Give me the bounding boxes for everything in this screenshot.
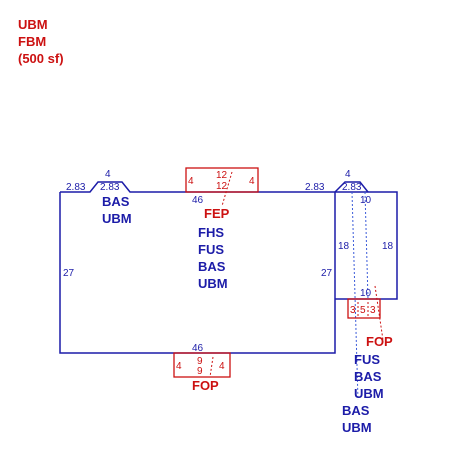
fop-bottom-guide xyxy=(209,356,214,378)
fep-guide xyxy=(221,171,233,207)
dim-main-right: 27 xyxy=(321,268,333,279)
dim-fop-side-c: 3 xyxy=(370,305,376,316)
dim-fop-bottom-left: 4 xyxy=(176,361,182,372)
main-right-bump xyxy=(334,181,369,193)
dim-side-left: 18 xyxy=(338,241,350,252)
header-line-3: (500 sf) xyxy=(18,51,64,66)
side-label-fus: FUS xyxy=(354,352,380,367)
fep-box xyxy=(185,167,259,193)
dim-left-bump-right: 2.83 xyxy=(100,182,120,193)
header-line-1: UBM xyxy=(18,17,48,32)
fep-label: FEP xyxy=(204,206,230,221)
dim-fop-bottom-inner: 9 xyxy=(197,366,203,377)
center-label-fus: FUS xyxy=(198,242,224,257)
fop-side-box xyxy=(347,298,381,319)
dim-side-bottom: 10 xyxy=(360,288,372,299)
dim-main-left: 27 xyxy=(63,268,75,279)
dim-fop-side-a: 3 xyxy=(350,305,356,316)
dim-fop-bottom-top: 9 xyxy=(197,356,203,367)
dim-right-bump-right: 2.83 xyxy=(342,182,362,193)
center-label-fhs: FHS xyxy=(198,225,224,240)
dim-left-bump-top: 4 xyxy=(105,169,111,180)
dim-fep-left: 4 xyxy=(188,176,194,187)
side-label-ubm: UBM xyxy=(354,386,384,401)
fop-bottom-box xyxy=(173,352,231,378)
side-guide-3 xyxy=(374,285,384,341)
side-lower-label-ubm: UBM xyxy=(342,420,372,435)
dim-right-bump-top: 4 xyxy=(345,169,351,180)
dim-right-bump-left: 2.83 xyxy=(305,182,325,193)
dim-fep-right: 4 xyxy=(249,176,255,187)
dim-side-right: 18 xyxy=(382,241,394,252)
side-label-bas: BAS xyxy=(354,369,382,384)
dim-left-bump-left: 2.83 xyxy=(66,182,86,193)
dim-fop-side-b: 5 xyxy=(360,305,366,316)
center-label-bas: BAS xyxy=(198,259,226,274)
fop-side-label: FOP xyxy=(366,334,393,349)
dim-fop-bottom-right: 4 xyxy=(219,361,225,372)
main-label-bas: BAS xyxy=(102,194,130,209)
dim-fep-inner: 12 xyxy=(216,181,228,192)
side-guide-1 xyxy=(351,191,359,401)
center-label-ubm: UBM xyxy=(198,276,228,291)
side-lower-label-bas: BAS xyxy=(342,403,370,418)
dim-main-top: 46 xyxy=(192,195,204,206)
dim-side-top: 10 xyxy=(360,195,372,206)
side-guide-2 xyxy=(364,191,369,300)
dim-fep-top: 12 xyxy=(216,170,228,181)
header-line-2: FBM xyxy=(18,34,46,49)
fop-bottom-label: FOP xyxy=(192,378,219,393)
main-label-ubm: UBM xyxy=(102,211,132,226)
dim-main-bottom: 46 xyxy=(192,343,204,354)
